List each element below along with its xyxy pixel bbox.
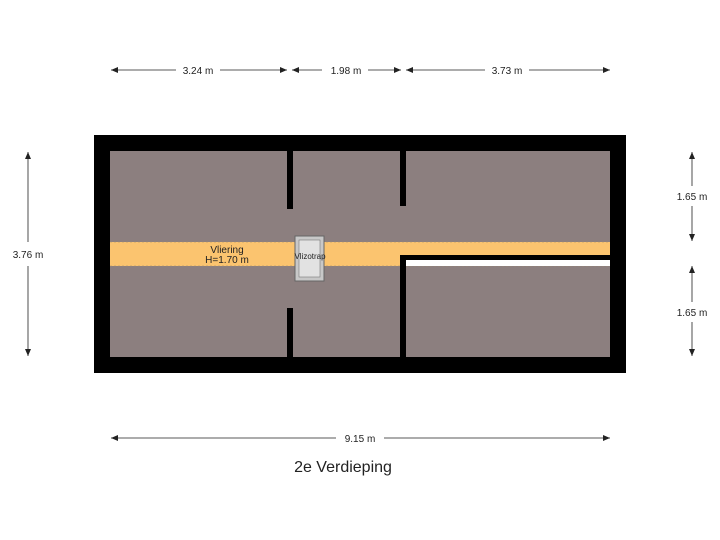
interior-wall-mid-upper	[400, 151, 406, 206]
stair-label: Vlizotrap	[294, 252, 326, 261]
dim-text-left: 3.76 m	[13, 250, 44, 261]
floor-title: 2e Verdieping	[294, 459, 392, 476]
dim-text-top-1: 3.24 m	[183, 66, 214, 77]
bottom-dimension: 9.15 m	[111, 434, 610, 445]
vliering-height-label: H=1.70 m	[205, 255, 249, 266]
vliering-label: Vliering	[210, 245, 243, 256]
interior-wall-mid-lower	[400, 255, 406, 357]
right-dimensions: 1.65 m 1.65 m	[677, 152, 708, 356]
left-dimension: 3.76 m	[13, 152, 44, 356]
interior-wall-left-upper	[287, 151, 293, 209]
interior-wall-left-lower	[287, 308, 293, 357]
dim-text-top-2: 1.98 m	[331, 66, 362, 77]
top-dimensions: 3.24 m 1.98 m 3.73 m	[111, 66, 610, 77]
stair-hatch-inner	[298, 239, 321, 278]
dim-text-right-lower: 1.65 m	[677, 308, 708, 319]
dim-text-bottom: 9.15 m	[345, 434, 376, 445]
dim-text-right-upper: 1.65 m	[677, 192, 708, 203]
interior-wall-horizontal	[400, 255, 610, 260]
white-strip	[406, 259, 610, 266]
dim-text-top-3: 3.73 m	[492, 66, 523, 77]
